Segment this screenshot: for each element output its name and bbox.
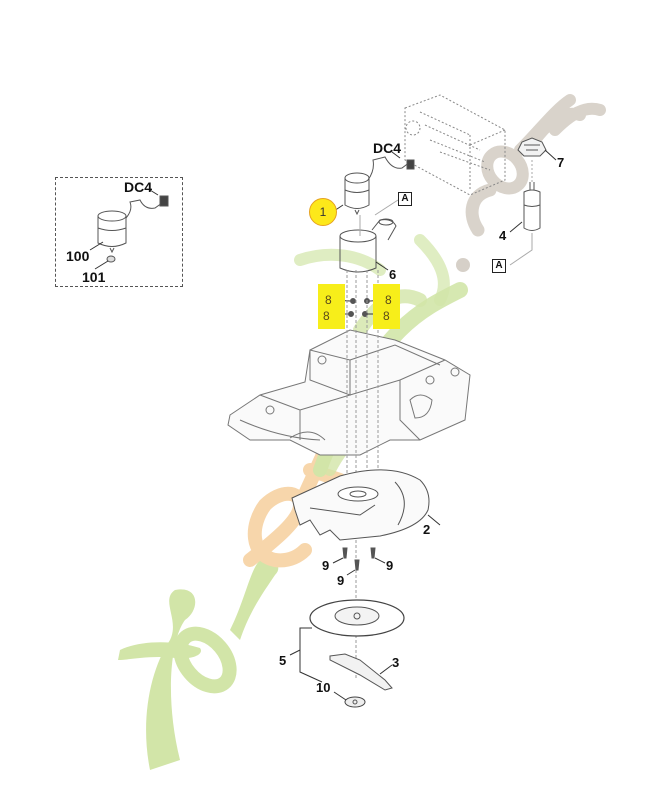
- inset-label-101: 101: [82, 269, 106, 285]
- label-part-4: 4: [499, 228, 507, 243]
- reference-a-right: A: [492, 259, 506, 273]
- inset-box: [55, 177, 183, 287]
- highlight-left: [318, 284, 345, 329]
- label-part-3: 3: [392, 655, 400, 670]
- label-part-2: 2: [423, 522, 431, 537]
- label-dc4: DC4: [373, 140, 402, 156]
- label-part-5: 5: [279, 653, 287, 668]
- label-part-9: 9: [322, 558, 330, 573]
- label-part-7: 7: [557, 155, 565, 170]
- label-part-8[interactable]: 8: [385, 293, 392, 307]
- label-part-9: 9: [337, 573, 345, 588]
- label-part-8[interactable]: 8: [383, 309, 390, 323]
- inset-motor-drawing: [89, 189, 169, 270]
- label-part-8[interactable]: 8: [325, 293, 332, 307]
- reference-a-top: A: [398, 192, 412, 206]
- label-part-6: 6: [389, 267, 397, 282]
- inset-label-100: 100: [66, 248, 90, 264]
- callout-part-1[interactable]: 1: [309, 198, 337, 226]
- inset-label-dc4: DC4: [124, 179, 153, 195]
- label-part-9: 9: [386, 558, 394, 573]
- highlight-right: [373, 284, 400, 329]
- label-part-10: 10: [316, 680, 331, 695]
- label-part-8[interactable]: 8: [323, 309, 330, 323]
